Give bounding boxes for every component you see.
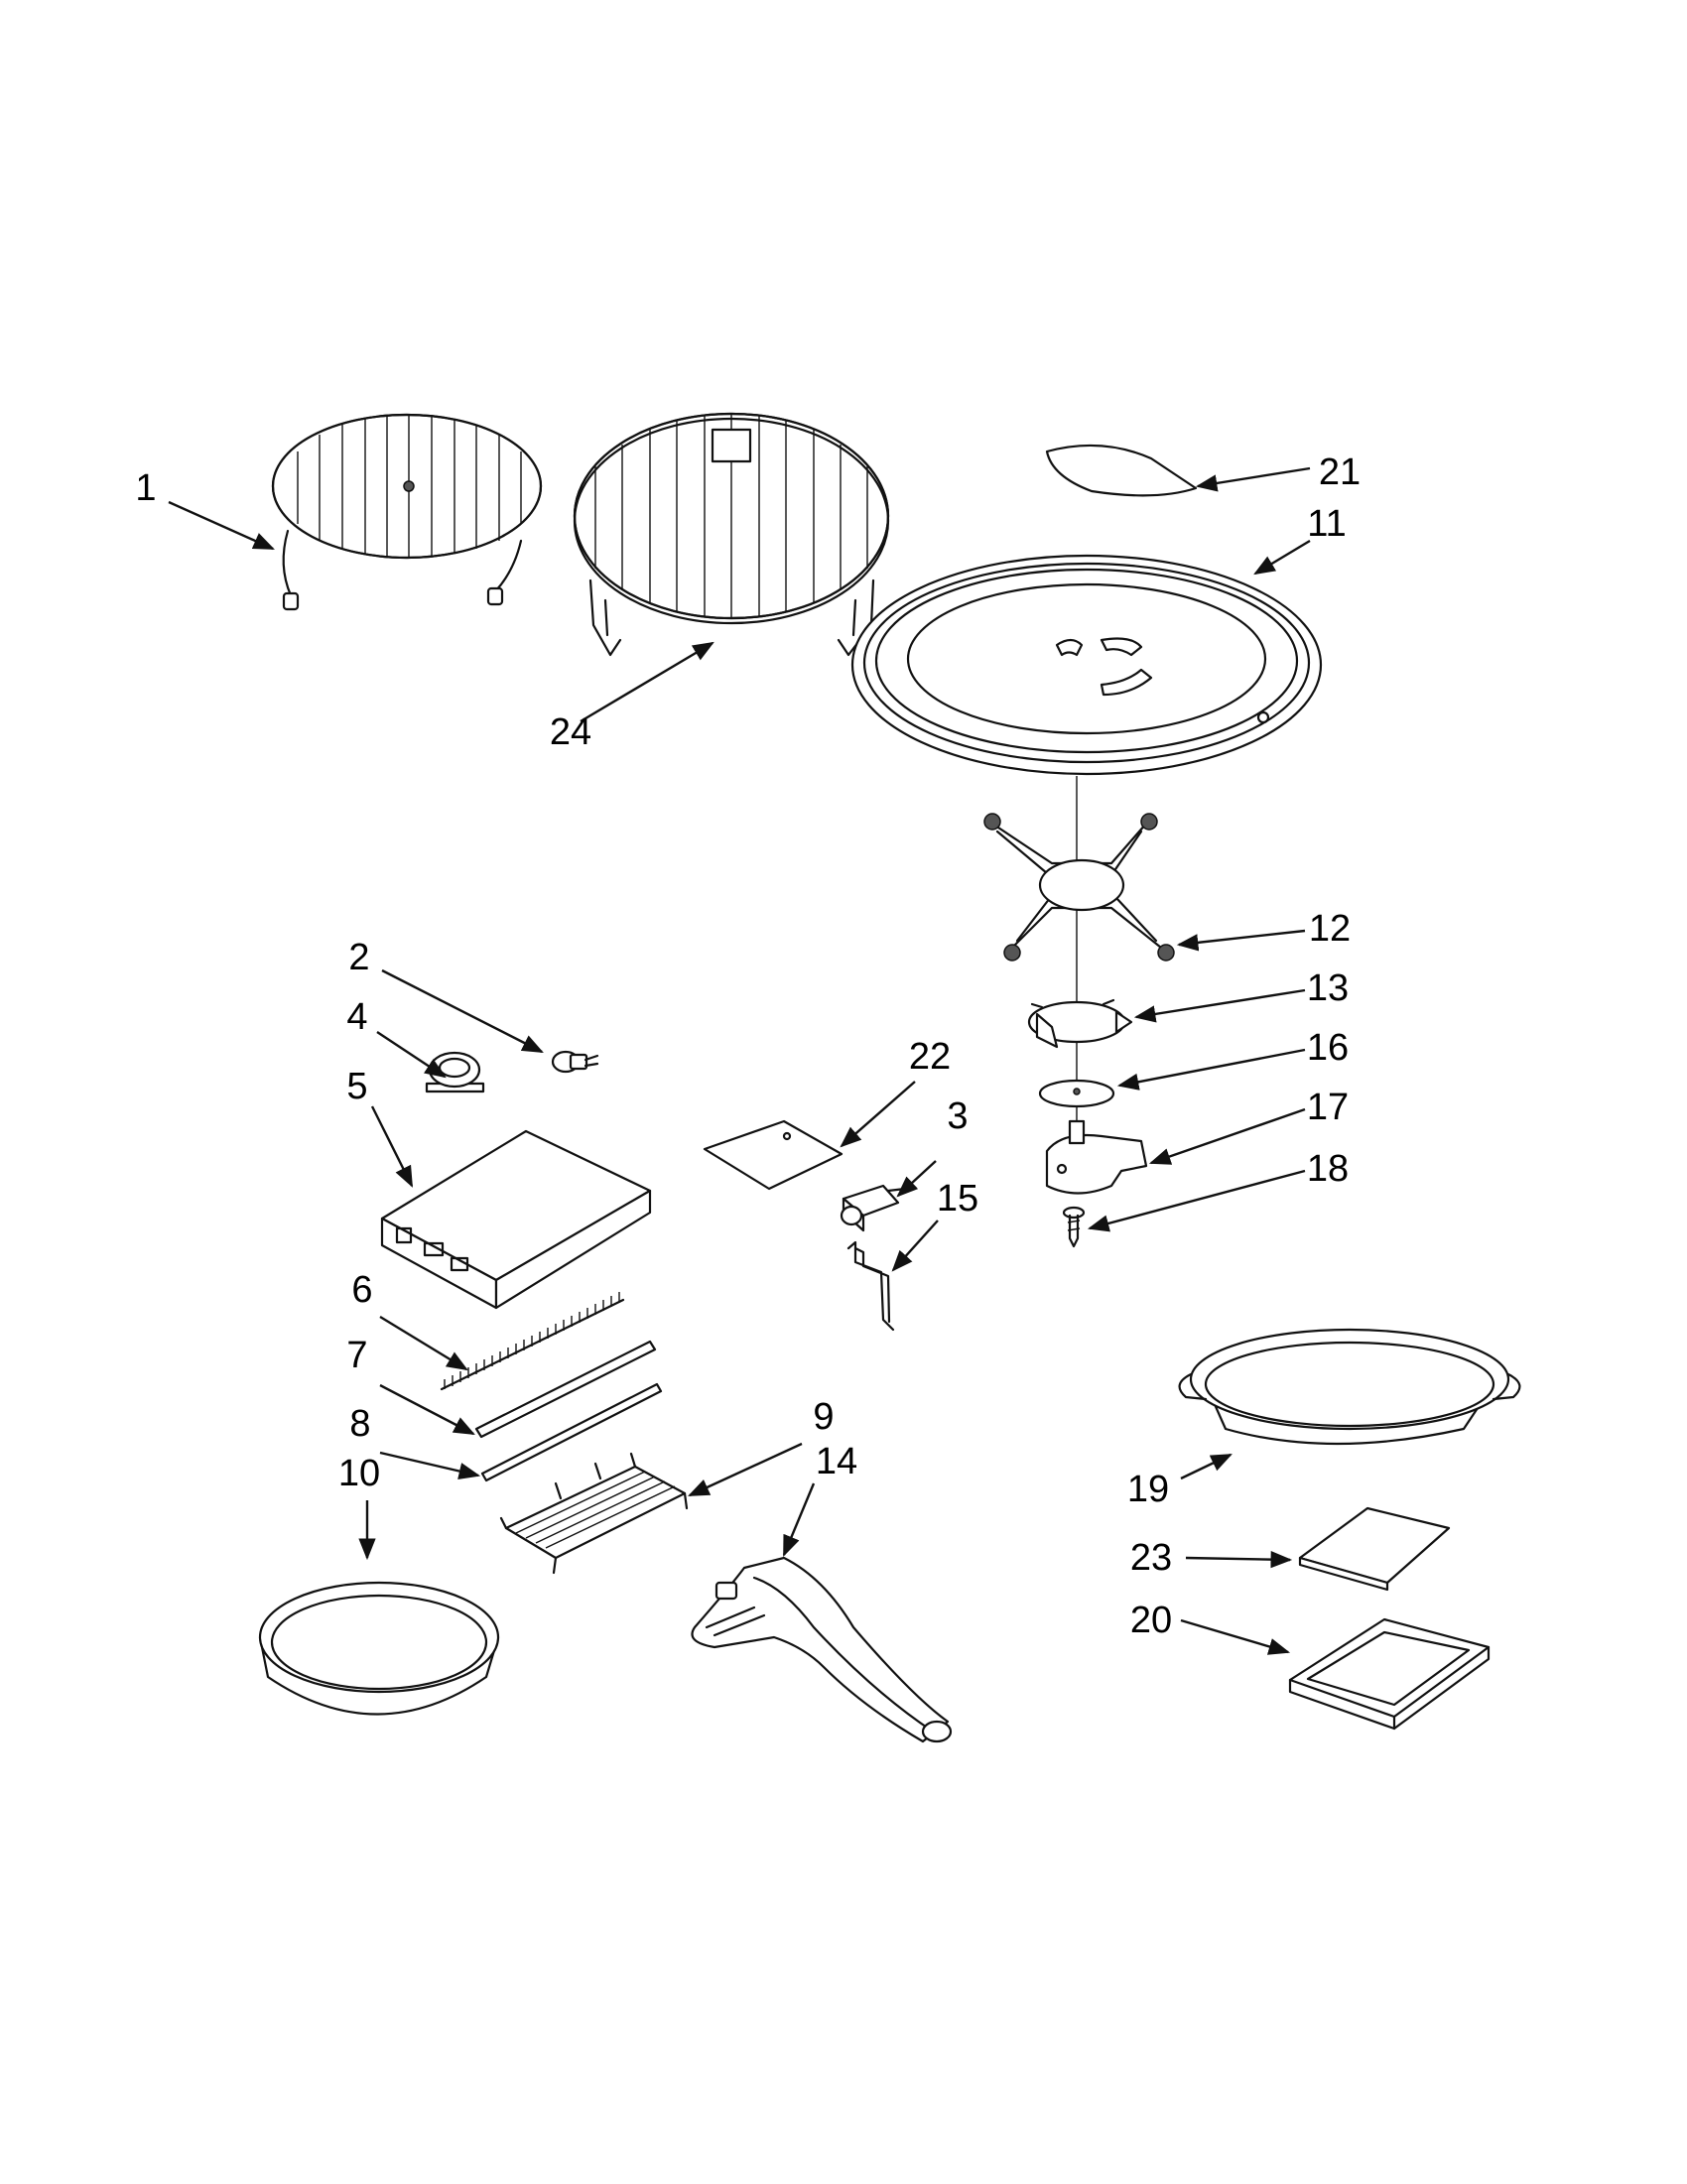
callout-11: 11 (1307, 503, 1346, 545)
callout-20: 20 (1130, 1600, 1172, 1641)
callout-24: 24 (550, 711, 591, 753)
part-9-heater-guard (499, 1452, 689, 1575)
callout-13: 13 (1307, 967, 1349, 1009)
callout-19: 19 (1127, 1469, 1169, 1510)
part-6-heater-coil (440, 1292, 625, 1391)
callout-21: 21 (1319, 451, 1361, 493)
callout-9: 9 (813, 1396, 834, 1438)
part-12-roller-support (983, 813, 1175, 962)
callout-7: 7 (346, 1335, 367, 1376)
part-16-washer (1038, 1079, 1115, 1108)
part-19-tray (1178, 1328, 1521, 1446)
callout-22: 22 (909, 1036, 951, 1078)
callout-23: 23 (1130, 1537, 1172, 1579)
part-13-coupler (1027, 998, 1133, 1049)
callout-6: 6 (351, 1269, 372, 1311)
callout-10: 10 (338, 1453, 380, 1494)
part-5-heater-cover (380, 1129, 652, 1310)
part-10-crisper-pan (258, 1581, 500, 1716)
callout-12: 12 (1309, 908, 1351, 950)
callout-2: 2 (348, 937, 369, 978)
part-18-screw (1062, 1206, 1086, 1248)
part-3-socket (840, 1184, 907, 1232)
callout-14: 14 (816, 1441, 857, 1482)
part-17-motor (1045, 1119, 1148, 1195)
part-24-high-rack (573, 412, 890, 657)
part-23-grill-plate (1298, 1506, 1451, 1592)
callout-3: 3 (947, 1095, 968, 1137)
callout-labels: 1 24 21 11 12 13 16 17 18 2 4 5 22 3 15 … (135, 451, 1361, 1641)
callout-18: 18 (1307, 1148, 1349, 1190)
callout-16: 16 (1307, 1027, 1349, 1069)
leader-lines (168, 466, 1311, 1655)
part-15-bracket (846, 1240, 895, 1332)
part-1-low-rack (271, 413, 543, 611)
callout-15: 15 (937, 1178, 978, 1220)
part-21-cover (1045, 444, 1198, 497)
callout-4: 4 (346, 996, 367, 1038)
part-20-grill-rack (1288, 1617, 1491, 1731)
callout-5: 5 (346, 1066, 367, 1107)
part-22-shield (703, 1119, 844, 1191)
part-2-lamp (551, 1050, 599, 1074)
part-8-heater-tube (480, 1382, 663, 1482)
callout-8: 8 (349, 1403, 370, 1445)
part-4-thermostat (425, 1051, 485, 1093)
callout-17: 17 (1307, 1087, 1349, 1128)
part-14-handle (691, 1556, 953, 1743)
part-11-turntable (850, 554, 1323, 776)
callout-1: 1 (135, 467, 156, 509)
part-7-heater-tube (474, 1340, 657, 1439)
